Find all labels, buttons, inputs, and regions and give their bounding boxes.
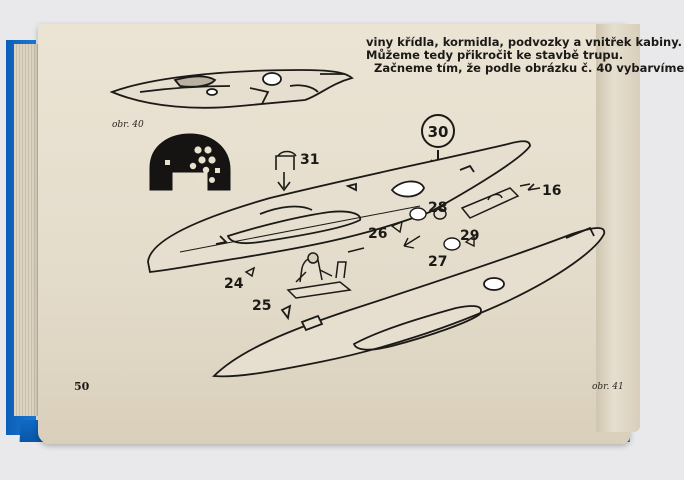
caption-fig-41: obr. 41 bbox=[592, 382, 624, 392]
text-line: Můžeme tedy přikročit ke stavbě trupu. bbox=[366, 48, 624, 62]
label-30: 30 bbox=[428, 123, 449, 141]
label-29: 29 bbox=[460, 228, 479, 244]
caption-fig-40: obr. 40 bbox=[112, 120, 144, 130]
instruction-text: viny křídla, kormidla, podvozky a vnitře… bbox=[366, 35, 684, 75]
arrow-16 bbox=[527, 183, 541, 191]
small-parts bbox=[390, 207, 475, 251]
label-24: 24 bbox=[224, 276, 244, 292]
pilot-seat-assembly bbox=[244, 247, 365, 299]
lower-fuselage-half bbox=[212, 226, 606, 378]
part-labels: 30 31 16 28 26 29 27 24 25 bbox=[224, 123, 561, 314]
fuselage-side-view bbox=[109, 69, 354, 109]
upper-fuselage-half bbox=[147, 140, 531, 273]
label-26: 26 bbox=[368, 226, 387, 242]
page-number: 50 bbox=[74, 380, 90, 393]
assembly-illustration: 30 31 16 28 26 29 27 24 25 bbox=[109, 69, 606, 378]
label-16: 16 bbox=[542, 183, 561, 199]
label-25: 25 bbox=[252, 298, 271, 314]
label-27: 27 bbox=[428, 254, 447, 270]
exhaust-part bbox=[460, 183, 531, 219]
text-line: viny křídla, kormidla, podvozky a vnitře… bbox=[366, 35, 683, 49]
page-fold bbox=[596, 24, 640, 432]
part-31-bracket bbox=[275, 150, 297, 192]
label-31: 31 bbox=[300, 152, 319, 168]
book-photo: 30 31 16 28 26 29 27 24 25 viny křídla, … bbox=[6, 24, 684, 444]
label-28: 28 bbox=[428, 200, 447, 216]
instrument-panel bbox=[149, 133, 231, 191]
text-line: Začneme tím, že podle obrázku č. 40 vyba… bbox=[374, 61, 684, 75]
